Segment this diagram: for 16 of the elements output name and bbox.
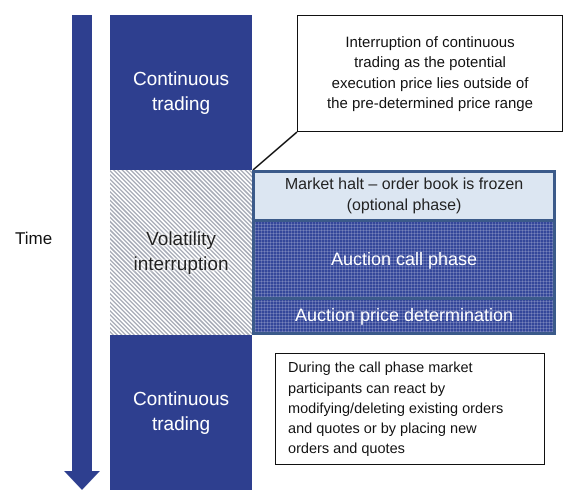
- phase-box: [252, 300, 556, 335]
- node-text: Continuous trading: [132, 68, 230, 116]
- callout-box: [297, 15, 563, 132]
- phase-box: [252, 222, 556, 300]
- axis-label: Time: [15, 229, 52, 249]
- node-text: Auction call phase: [330, 248, 478, 270]
- node-text: Interruption of continuous trading as the potential execution price lies outside of the pre-determined price range: [326, 33, 534, 114]
- node-text: Continuous trading: [132, 388, 230, 436]
- phase-box: [110, 335, 252, 490]
- node-text: During the call phase market participants can react by modifying/deleting existing orders and quotes or by placing new orders and quotes: [288, 359, 504, 460]
- phase-box: [110, 170, 252, 335]
- phase-box: [110, 15, 252, 170]
- node-text: Market halt – order book is frozen (optional phase): [284, 175, 524, 216]
- note-box: [275, 353, 545, 465]
- node-text: Auction price determination: [294, 305, 514, 327]
- phase-box: [252, 170, 556, 222]
